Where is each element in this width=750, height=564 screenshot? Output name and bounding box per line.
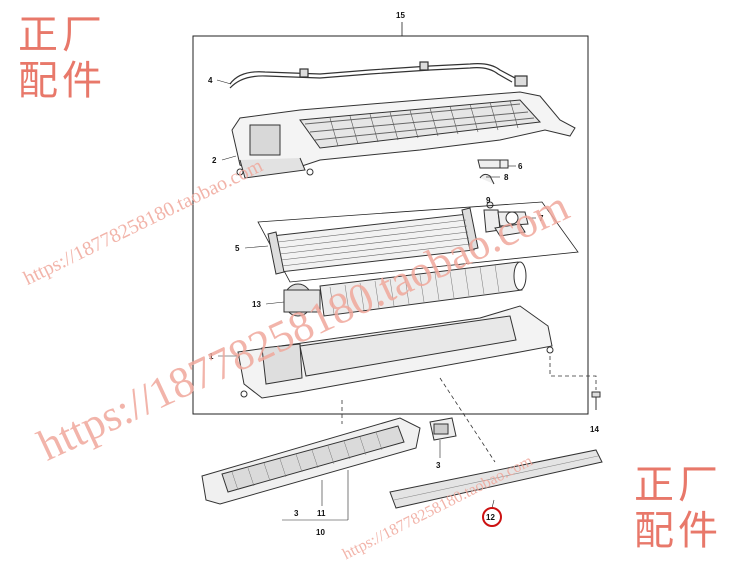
watermark-line2: 配件: [18, 58, 106, 104]
callout-9: 9: [486, 196, 491, 205]
callout-5: 5: [235, 244, 240, 253]
connector: [429, 417, 457, 441]
leader-5: [244, 245, 269, 249]
callout-6: 6: [518, 162, 523, 171]
callout-8: 8: [504, 173, 509, 182]
blower-grille: [329, 99, 519, 147]
callout-1: 1: [209, 352, 214, 361]
callout-2: 2: [212, 156, 217, 165]
leader-14: [549, 356, 597, 390]
callout-3b: 3: [294, 509, 299, 518]
blower-wheel: [283, 261, 527, 317]
air-filter: [389, 449, 603, 509]
callout-14: 14: [590, 425, 599, 434]
filter-door: [201, 417, 421, 505]
watermark-line2-br: 配件: [634, 508, 722, 554]
lower-case: [237, 305, 554, 399]
leader-12: [491, 499, 495, 509]
watermark-brand-bottomright: 正厂 配件: [634, 462, 722, 554]
callout-12: 12: [486, 513, 495, 522]
wire-harness: [229, 61, 528, 89]
heater-core-fins: [277, 219, 471, 267]
watermark-line1-br: 正厂: [634, 462, 722, 508]
callout-7: 7: [539, 214, 544, 223]
blower-wheel-blades: [329, 264, 500, 315]
highlight-circle-12: [482, 507, 502, 527]
leader-13: [265, 301, 285, 305]
blower-housing: [231, 91, 576, 179]
watermark-brand-topleft: 正厂 配件: [18, 12, 106, 104]
callout-10: 10: [316, 528, 325, 537]
leader-4: [216, 79, 232, 85]
callout-11: 11: [317, 509, 326, 518]
callout-15: 15: [396, 11, 405, 20]
callout-3a: 3: [436, 461, 441, 470]
screw: [591, 391, 601, 410]
leader-2: [221, 155, 237, 161]
callout-4: 4: [208, 76, 213, 85]
fittings: [477, 159, 529, 237]
callout-13: 13: [252, 300, 261, 309]
leader-dashed-filter: [439, 377, 496, 463]
assembly-frame: [192, 35, 589, 415]
filter-door-grid: [231, 431, 383, 491]
watermark-line1: 正厂: [18, 12, 106, 58]
